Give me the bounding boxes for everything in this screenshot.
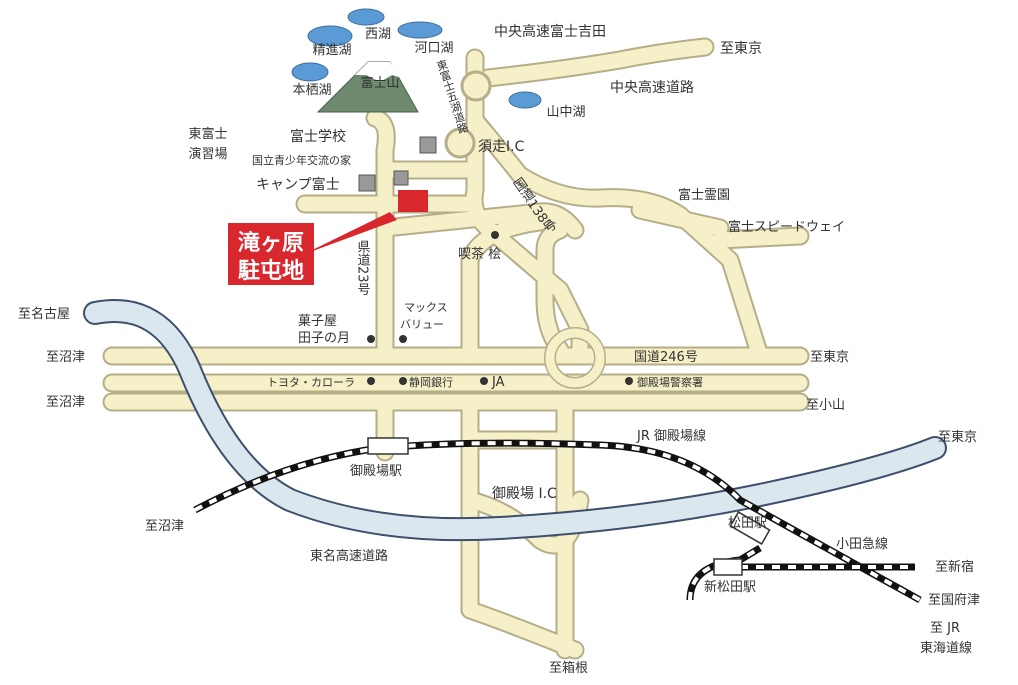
oyama-label: 至小山 [806, 398, 845, 413]
fuji-label: 富士山 [360, 75, 399, 91]
camp-fuji-label: キャンプ富士 [256, 176, 340, 193]
lakes [291, 8, 542, 109]
kozu-label: 至国府津 [928, 593, 980, 608]
nagoya-label: 至名古屋 [18, 306, 70, 322]
lake-sai-label: 西湖 [365, 27, 391, 42]
jr-tokaido-label-2: 東海道線 [920, 640, 972, 656]
jr-gotemba-line-label: JR 御殿場線 [636, 428, 706, 444]
gotemba-station-label: 御殿場駅 [350, 464, 402, 479]
youth-house-label: 国立青少年交流の家 [252, 153, 351, 167]
toyota-dot [367, 377, 375, 385]
lake-sai [347, 8, 385, 26]
lake-motosu [291, 62, 329, 82]
kissa-kai-label: 喫茶 桧 [458, 246, 501, 262]
camp-fuji-marker [358, 174, 376, 192]
svg-text:滝ヶ原: 滝ヶ原 [238, 231, 304, 256]
tokyo-chuo-label: 至東京 [720, 41, 762, 57]
fuji-school-label: 富士学校 [290, 128, 346, 145]
numazu-label-2: 至沼津 [46, 395, 85, 410]
prefectural23-label: 県道23号 [355, 240, 371, 296]
jr-tokaido-label-1: 至 JR [930, 621, 960, 636]
lake-shoji-label: 精進湖 [312, 43, 351, 58]
chuo-fujiyoshida-label: 中央高速富士吉田 [494, 23, 606, 40]
higashi-fuji-goko-label: 東富士五湖道路 [434, 58, 470, 136]
kashiya-dot [367, 335, 375, 343]
road-fills [104, 39, 808, 658]
fuji-school-marker [419, 136, 437, 154]
lake-yamanaka-label: 山中湖 [546, 105, 585, 120]
takigahara-marker [398, 190, 428, 212]
police-label: 御殿場警察署 [637, 375, 703, 389]
lake-kawaguchi [397, 21, 443, 39]
kissa-kai-dot [491, 231, 499, 239]
shinjuku-label: 至新宿 [935, 559, 974, 575]
maxvalu-dot [399, 335, 407, 343]
toyota-label: トヨタ・カローラ [267, 376, 355, 389]
ja-label: JA [491, 375, 505, 390]
lake-yamanaka [508, 91, 542, 109]
point-markers [367, 231, 633, 385]
higashi-fuji-label-2: 演習場 [188, 146, 227, 162]
tokyo-246-label: 至東京 [810, 349, 849, 365]
youth-house-marker [393, 170, 409, 186]
fuji-reien-label: 富士霊園 [678, 187, 730, 203]
gotemba-ic-label: 御殿場 I.C [492, 486, 557, 502]
railways [193, 437, 922, 604]
odakyu-line-label: 小田急線 [836, 536, 888, 552]
interchange-circle-upper [460, 70, 492, 102]
maxvalu-label-2: バリュー [400, 318, 444, 331]
gotemba-station-marker [367, 437, 409, 455]
hakone-label: 至箱根 [549, 660, 588, 676]
tokyo-tomei-label: 至東京 [938, 429, 977, 445]
shin-matsuda-station-label: 新松田駅 [704, 579, 756, 595]
lake-motosu-label: 本栖湖 [292, 83, 331, 98]
lake-shoji [307, 25, 353, 47]
matsuda-station-marker [729, 511, 771, 545]
police-dot [625, 377, 633, 385]
svg-text:駐屯地: 駐屯地 [238, 258, 304, 284]
lake-kawaguchi-label: 河口湖 [414, 41, 453, 56]
buildings [358, 136, 437, 192]
river [83, 298, 947, 542]
maxvalu-label-1: マックス [404, 301, 448, 314]
road-network [102, 37, 810, 660]
shizuoka-bank-label: 静岡銀行 [409, 375, 453, 389]
mount-fuji-illustration [316, 61, 419, 113]
takigahara-label: 滝ヶ原 駐屯地 [228, 223, 314, 285]
highlight-pointer [302, 212, 397, 255]
route246-label: 国道246号 [634, 350, 698, 365]
numazu-label-3: 至沼津 [145, 519, 184, 534]
matsuda-station-label: 松田駅 [728, 516, 767, 531]
subashiri-ic-label: 須走I.C [478, 139, 525, 155]
shin-matsuda-station-marker [713, 558, 743, 576]
tomei-label: 東名高速道路 [310, 548, 388, 564]
chuo-expressway-label: 中央高速道路 [610, 79, 694, 96]
higashi-fuji-label-1: 東富士 [188, 126, 227, 142]
numazu-label-1: 至沼津 [46, 350, 85, 365]
kashiya-label-1: 菓子屋 [298, 314, 337, 329]
fuji-speedway-label: 富士スピードウェイ [728, 219, 845, 235]
ja-dot [480, 377, 488, 385]
interchange-circle-subashiri [444, 127, 476, 159]
shizuoka-bank-dot [399, 377, 407, 385]
kashiya-label-2: 田子の月 [298, 331, 350, 346]
